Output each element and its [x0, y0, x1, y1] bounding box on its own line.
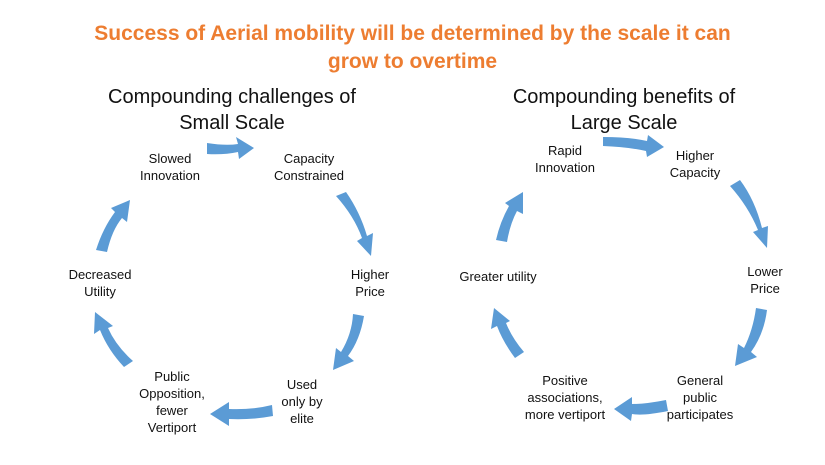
slide-title-line-2: grow to overtime	[327, 50, 498, 73]
right-cycle-title-line-1: Compounding benefits of	[512, 86, 736, 108]
left-cycle-title: Compounding challenges of Small Scale	[82, 84, 382, 136]
arrow-utility-to-slowed	[96, 200, 130, 252]
arrow-greater-to-rapid	[496, 192, 523, 242]
arrow-capacity-to-lower-price	[730, 180, 768, 248]
node-general-public-participates: General public participates	[666, 373, 734, 422]
node-decreased-utility: Decreased Utility	[68, 267, 132, 299]
node-used-only-by-elite: Used only by elite	[281, 377, 323, 426]
arrow-positive-to-greater	[491, 308, 524, 358]
arrow-capacity-to-price	[336, 192, 373, 256]
left-cycle-title-line-1: Compounding challenges of	[108, 86, 356, 108]
node-positive-associations: Positive associations, more vertiport	[524, 373, 606, 422]
node-greater-utility: Greater utility	[459, 269, 537, 284]
arrow-price-to-elite	[333, 314, 364, 370]
node-slowed-innovation: Slowed Innovation	[140, 151, 200, 183]
right-cycle-title: Compounding benefits of Large Scale	[474, 84, 774, 136]
arrow-price-to-public	[735, 308, 767, 366]
arrow-elite-to-opposition	[210, 402, 273, 426]
node-capacity-constrained: Capacity Constrained	[273, 151, 345, 183]
arrow-opposition-to-utility	[94, 312, 133, 367]
node-public-opposition: Public Opposition, fewer Vertiport	[139, 369, 205, 435]
node-higher-price: Higher Price	[350, 267, 390, 299]
arrow-rapid-to-higher-capacity	[603, 135, 664, 157]
right-cycle-title-line-2: Large Scale	[570, 112, 678, 134]
arrow-slowed-to-capacity	[207, 137, 254, 159]
node-higher-capacity: Higher Capacity	[669, 148, 721, 180]
slide-title: Success of Aerial mobility will be deter…	[0, 20, 825, 76]
node-lower-price: Lower Price	[747, 264, 783, 296]
left-cycle-title-line-2: Small Scale	[179, 112, 285, 134]
arrow-public-to-positive	[614, 397, 668, 421]
node-rapid-innovation: Rapid Innovation	[535, 143, 595, 175]
slide-title-line-1: Success of Aerial mobility will be deter…	[94, 22, 731, 45]
